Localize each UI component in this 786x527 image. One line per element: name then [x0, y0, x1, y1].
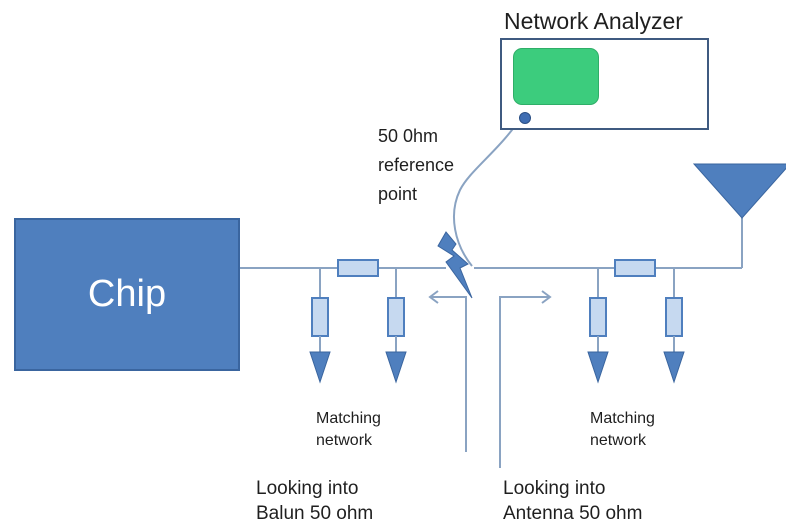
ground-icon [385, 351, 407, 384]
network-analyzer-box [500, 38, 709, 130]
shunt-branch-right-1 [587, 268, 609, 384]
reference-line-2: reference [378, 155, 455, 175]
shunt-branch-right-2 [663, 268, 685, 384]
chip-label: Chip [87, 273, 167, 315]
analyzer-screen [513, 48, 599, 105]
matching-network-right-label: Matching network [590, 410, 655, 449]
matching-network-left-label: Matching network [316, 410, 381, 449]
ground-icon [663, 351, 685, 384]
series-component-right [614, 259, 656, 277]
chip-block: Chip [14, 218, 240, 371]
reference-line-3: point [378, 184, 418, 204]
lightning-bolt-icon [437, 231, 473, 299]
ground-icon [309, 351, 331, 384]
antenna-icon [692, 163, 786, 219]
shunt-branch-left-2 [385, 268, 407, 384]
analyzer-port-icon [519, 112, 531, 124]
looking-into-balun-label: Looking into Balun 50 ohm [256, 478, 374, 524]
reference-point-label: 50 0hm reference point [378, 122, 454, 209]
reference-line-1: 50 0hm [378, 126, 439, 146]
ground-icon [587, 351, 609, 384]
network-analyzer-title: Network Analyzer [504, 8, 683, 34]
looking-into-antenna-label: Looking into Antenna 50 ohm [503, 478, 643, 524]
arrow-looking-balun [428, 290, 467, 452]
series-component-left [337, 259, 379, 277]
probe-cable [453, 115, 523, 267]
arrow-looking-antenna [499, 290, 552, 468]
shunt-branch-left-1 [309, 268, 331, 384]
